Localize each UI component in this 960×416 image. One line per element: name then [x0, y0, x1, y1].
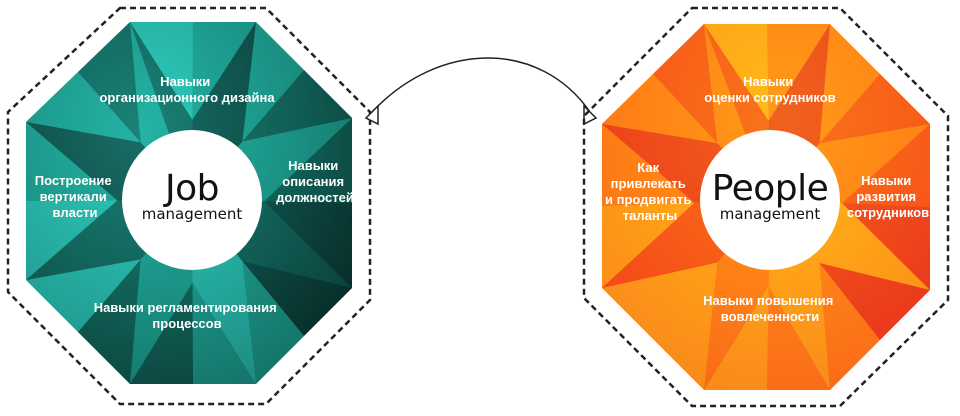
facet [819, 74, 930, 144]
facet [842, 124, 930, 207]
facet [653, 262, 718, 390]
facet [78, 259, 141, 384]
facet [26, 122, 118, 201]
facet [78, 22, 141, 143]
left-segment-top: Навыки организационного дизайна [99, 74, 275, 105]
facet [130, 22, 193, 120]
connector-arrow [364, 57, 598, 126]
facet [242, 70, 352, 142]
left-segment-left: Построение вертикали власти [35, 173, 116, 220]
left-center-circle [122, 130, 262, 270]
connector-arrowhead-right [583, 104, 598, 126]
right-title-sub: management [720, 205, 821, 223]
left-dashed-outline [6, 6, 372, 406]
facet [767, 285, 830, 390]
facet [26, 72, 141, 143]
left-title-sub: management [142, 205, 243, 223]
right-title-main: People [712, 168, 829, 209]
facet [192, 22, 256, 120]
facet [602, 124, 695, 206]
left-segment-bottom: Навыки регламентирования процессов [94, 300, 281, 331]
right-center-circle [700, 130, 840, 270]
facet [130, 282, 193, 384]
right-octagon-diagram: People management Навыки оценки сотрудни… [582, 6, 950, 408]
facet [602, 262, 718, 339]
right-segment-top: Навыки оценки сотрудников [704, 74, 835, 105]
facet [264, 118, 352, 203]
left-segment-right: Навыки описания должностей [276, 158, 354, 205]
facet [819, 263, 930, 340]
facet [819, 263, 880, 390]
right-segment-right: Навыки развития сотрудников [847, 173, 929, 220]
left-title-main: Job [163, 168, 219, 209]
facet [242, 261, 352, 336]
connector-curve [371, 57, 591, 113]
facet [242, 22, 304, 142]
facet [602, 74, 718, 144]
facet [653, 24, 718, 144]
facet [192, 282, 256, 384]
facet [602, 202, 695, 288]
right-segment-bottom: Навыки повышения вовлеченности [703, 293, 837, 324]
left-octagon-diagram: Job management Навыки организационного д… [6, 6, 372, 406]
facet [242, 261, 304, 384]
right-segment-left: Как привлекать и продвигать таланты [605, 160, 695, 223]
facet [26, 259, 141, 332]
connector-arrowhead-left [364, 104, 379, 126]
facet [819, 24, 880, 144]
facet [767, 24, 830, 121]
